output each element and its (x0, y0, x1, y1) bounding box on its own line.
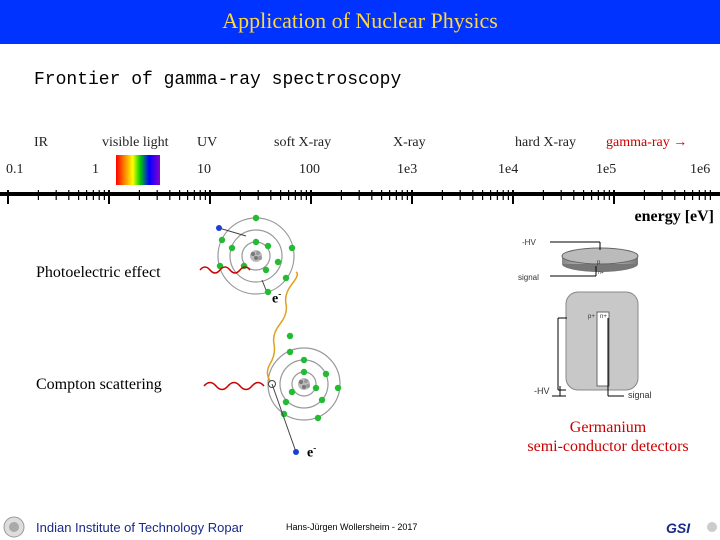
gsi-logo-text: GSI (666, 520, 691, 536)
band-hard-xray: hard X-ray (515, 135, 577, 150)
signal-top-label: signal (518, 273, 539, 282)
band-gamma-ray: gamma-ray → (606, 135, 688, 150)
visible-spectrum-swatch (116, 155, 160, 185)
electron-label-compton: e- (307, 443, 317, 461)
footer-author: Hans-Jürgen Wollersheim - 2017 (286, 522, 418, 532)
scattered-photon (266, 271, 299, 385)
band-visible-light: visible light (102, 135, 169, 150)
slide-subtitle: Frontier of gamma-ray spectroscopy (34, 70, 402, 90)
atom-electrons (280, 332, 342, 422)
footer-institute: Indian Institute of Technology Ropar (36, 520, 244, 535)
free-electron (293, 449, 299, 455)
free-electron (216, 225, 222, 231)
band-uv: UV (197, 135, 218, 150)
incoming-photon (203, 381, 265, 391)
n-label: n+ (598, 270, 604, 276)
tick-label: 1e5 (596, 162, 617, 177)
germanium-detector-caption: Germanium semi-conductor detectors (508, 418, 708, 456)
compton-atom (203, 271, 342, 455)
tick-label: 100 (299, 162, 320, 177)
tick-label: 1e4 (498, 162, 519, 177)
tick-label: 1 (92, 162, 99, 177)
energy-ruler (0, 190, 720, 204)
p-label: p (597, 260, 601, 266)
n-plus-label: n+ (600, 314, 607, 320)
nucleus (250, 250, 262, 262)
slide-title: Application of Nuclear Physics (222, 8, 498, 33)
tick-label: 10 (197, 162, 211, 177)
band-soft-xray: soft X-ray (274, 135, 332, 150)
photoelectric-label: Photoelectric effect (36, 264, 161, 281)
hv-top-label: -HV (522, 238, 536, 247)
band-xray: X-ray (393, 135, 426, 150)
iit-ropar-logo (3, 516, 25, 538)
photoelectric-atom (199, 214, 296, 296)
band-ir: IR (34, 135, 48, 150)
coaxial-detector (550, 241, 639, 277)
hv-bottom-label: -HV (534, 386, 550, 396)
planar-detector (552, 291, 639, 397)
compton-label: Compton scattering (36, 376, 162, 393)
signal-bottom-label: signal (628, 390, 652, 400)
tick-label: 0.1 (6, 162, 24, 177)
caption-line-1: Germanium (569, 419, 647, 436)
energy-axis-label: energy [eV] (634, 208, 714, 225)
incoming-photon (199, 266, 251, 274)
caption-line-2: semi-conductor detectors (527, 438, 689, 455)
p-plus-label: p+ (588, 314, 595, 320)
nucleus (298, 378, 310, 390)
title-bar (0, 0, 720, 44)
gsi-logo: GSI (660, 518, 717, 536)
tick-label: 1e6 (690, 162, 711, 177)
electron-label-photo: e- (272, 289, 282, 307)
tick-label: 1e3 (397, 162, 418, 177)
